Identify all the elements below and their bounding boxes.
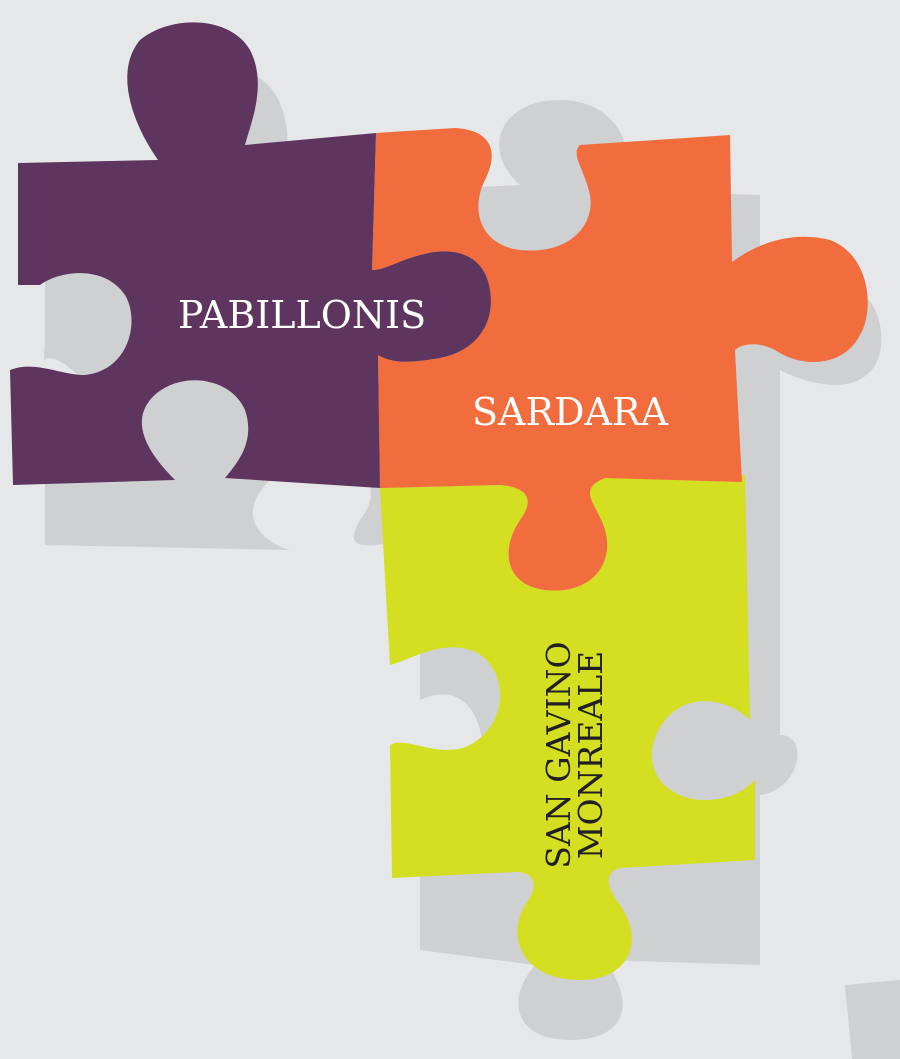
monreale-label-line2: MONREALE (571, 651, 610, 860)
corner-shadow (845, 980, 900, 1059)
san-gavino-label-line1: SAN GAVINO (539, 641, 578, 868)
purple-puzzle-piece[interactable] (10, 22, 491, 489)
san-gavino-monreale-label: SAN GAVINO MONREALE (539, 641, 610, 868)
pabillonis-label: PABILLONIS (178, 293, 426, 337)
lime-puzzle-piece[interactable] (380, 475, 755, 980)
sardara-label: SARDARA (472, 390, 669, 434)
orange-puzzle-piece[interactable] (372, 128, 868, 591)
